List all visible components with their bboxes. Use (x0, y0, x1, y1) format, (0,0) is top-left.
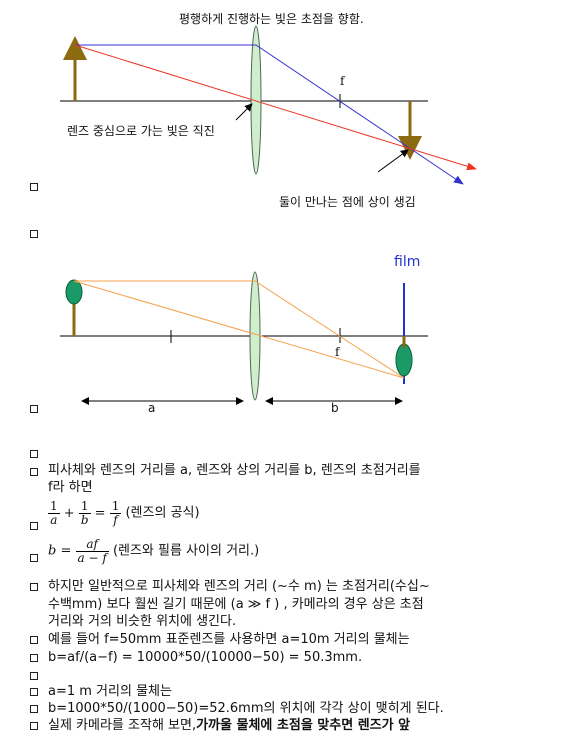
fraction-numerator: 1 (109, 499, 122, 514)
formula-note: (렌즈와 필름 사이의 거리.) (112, 543, 260, 559)
center-ray-caption: 렌즈 중심으로 가는 빛은 직진 (67, 124, 215, 138)
paragraph-text: 실제 카메라를 조작해 보면, (48, 718, 197, 733)
distance-a-label: a (148, 401, 156, 415)
image-point-caption: 둘이 만나는 점에 상이 생김 (279, 195, 416, 209)
fraction-numerator: 1 (78, 500, 91, 514)
fraction-numerator: af (75, 538, 109, 552)
list-bullet (30, 450, 38, 458)
list-bullet (30, 522, 38, 530)
paragraph-line: 실제 카메라를 조작해 보면,가까울 물체에 초점을 맞추면 렌즈가 앞 (48, 717, 410, 734)
formula-lhs: b (48, 543, 57, 559)
list-bullet (30, 688, 38, 696)
fraction-numerator: 1 (48, 499, 60, 514)
list-bullet (30, 230, 38, 238)
list-bullet (30, 405, 38, 413)
ray-center-2 (73, 280, 405, 379)
image-shape (395, 343, 413, 377)
paragraph-line: 수백mm) 보다 훨씬 길기 때문에 (a ≫ f ) , 카메라의 경우 상은… (48, 597, 424, 612)
focal-label: f (340, 74, 345, 88)
paragraph-line: f라 하면 (48, 480, 93, 495)
list-bullet (30, 468, 38, 476)
formula-note: (렌즈의 공식) (125, 505, 200, 521)
meet-pointer (377, 149, 409, 173)
emphasis-text: 가까울 물체에 초점을 맞추면 렌즈가 앞 (196, 718, 411, 733)
parallel-ray-caption: 평행하게 진행하는 빛은 초점을 향함. (179, 12, 364, 26)
focal-label-2: f (335, 345, 340, 359)
list-bullet (30, 722, 38, 730)
fraction-denominator: b (80, 513, 89, 527)
convex-lens (250, 25, 262, 175)
paragraph-line: 피사체와 렌즈의 거리를 a, 렌즈와 상의 거리를 b, 렌즈의 초점거리를 (48, 463, 421, 478)
paragraph-line: a=1 m 거리의 물체는 (48, 684, 172, 699)
list-bullet (30, 705, 38, 713)
object-shape (65, 279, 83, 305)
parallel-ray (75, 44, 464, 185)
fraction-denominator: a (50, 513, 58, 527)
list-bullet (30, 636, 38, 644)
film-label: film (394, 254, 421, 270)
list-bullet (30, 654, 38, 662)
list-bullet (30, 583, 38, 591)
fraction-denominator: f (113, 513, 118, 527)
list-bullet (30, 183, 38, 191)
paragraph-line: b=af/(a−f) = 10000*50/(10000−50) = 50.3m… (48, 650, 363, 665)
list-bullet (30, 672, 38, 680)
convex-lens-2 (249, 271, 261, 401)
ray-parallel-2 (74, 280, 405, 379)
center-pointer (235, 103, 253, 121)
distance-b-label: b (331, 401, 339, 415)
fraction-denominator: a − f (77, 551, 107, 565)
paragraph-line: b=1000*50/(1000−50)=52.6mm의 위치에 각각 상이 맺히… (48, 701, 444, 716)
list-bullet (30, 554, 38, 562)
paragraph-line: 거리와 거의 비슷한 위치에 생긴다. (48, 614, 237, 629)
paragraph-line: 하지만 일반적으로 피사체와 렌즈의 거리 (~수 m) 는 초점거리(수십~ (48, 579, 430, 594)
paragraph-line: 예를 들어 f=50mm 표준렌즈를 사용하면 a=10m 거리의 물체는 (48, 632, 410, 647)
center-ray (74, 44, 477, 171)
